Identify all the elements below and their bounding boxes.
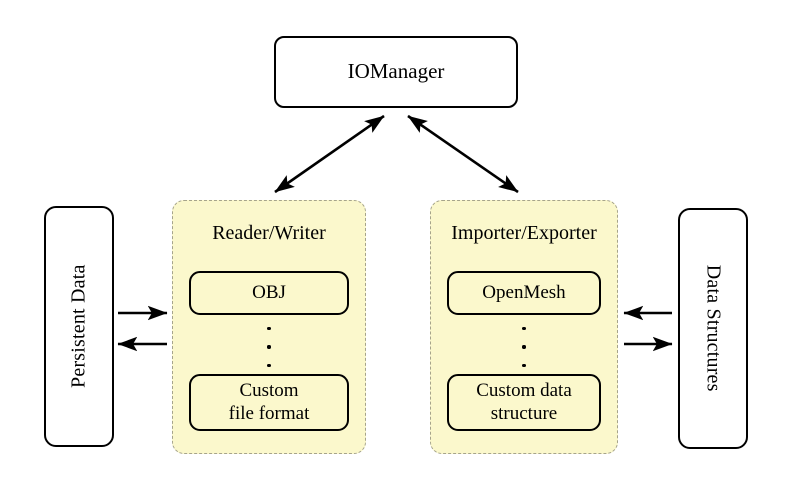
group-importer-exporter-title: Importer/Exporter <box>451 222 597 244</box>
group-reader-writer[interactable]: Reader/Writer OBJ Custom file format <box>172 200 366 454</box>
group-importer-exporter[interactable]: Importer/Exporter OpenMesh Custom data s… <box>430 200 618 454</box>
node-custom-file-format[interactable]: Custom file format <box>189 374 349 431</box>
node-data-structures-label: Data Structures <box>702 265 725 392</box>
node-persistent-data[interactable]: Persistent Data <box>44 206 114 447</box>
node-obj[interactable]: OBJ <box>189 271 349 315</box>
arrow-iomanager-reader-writer <box>274 114 385 194</box>
node-custom-data-structure-label: Custom data structure <box>476 380 572 426</box>
node-persistent-data-label: Persistent Data <box>67 264 90 389</box>
node-custom-data-structure-line2: structure <box>490 402 558 424</box>
node-custom-file-format-line2: file format <box>228 402 310 424</box>
node-data-structures[interactable]: Data Structures <box>678 208 748 449</box>
reader-writer-ellipsis-icon <box>173 327 365 367</box>
node-custom-file-format-label: Custom file format <box>229 380 310 426</box>
importer-exporter-ellipsis-icon <box>431 327 617 367</box>
node-openmesh[interactable]: OpenMesh <box>447 271 601 315</box>
node-custom-data-structure[interactable]: Custom data structure <box>447 374 601 431</box>
node-iomanager[interactable]: IOManager <box>274 36 518 108</box>
node-obj-label: OBJ <box>252 281 286 303</box>
node-custom-file-format-line1: Custom <box>239 379 299 401</box>
node-custom-data-structure-line1: Custom data <box>476 379 572 401</box>
node-iomanager-label: IOManager <box>347 59 445 84</box>
node-openmesh-label: OpenMesh <box>482 281 566 303</box>
arrow-iomanager-importer-exporter <box>407 114 519 194</box>
group-reader-writer-title: Reader/Writer <box>212 222 326 244</box>
